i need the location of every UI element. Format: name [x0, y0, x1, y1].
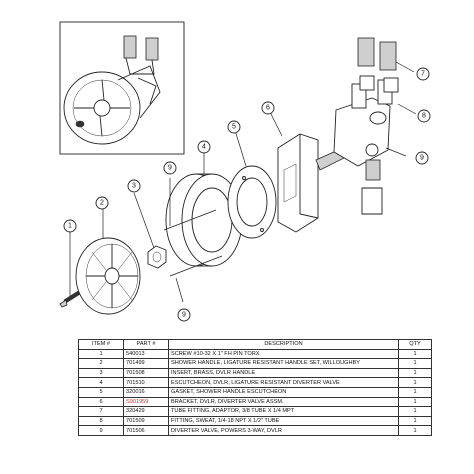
- svg-text:5: 5: [232, 124, 236, 131]
- header-description: DESCRIPTION: [168, 339, 399, 350]
- table-row: 5 320016 GASKET, SHOWER HANDLE ESCUTCHEO…: [78, 386, 432, 398]
- part-long-screws: [163, 178, 223, 303]
- svg-text:1: 1: [68, 223, 72, 230]
- table-row: 4 701510 ESCUTCHEON, DVLR, LIGATURE RESI…: [78, 377, 432, 388]
- svg-text:2: 2: [100, 200, 104, 207]
- part-escutcheon: [165, 153, 243, 267]
- callout-7: 7: [416, 67, 430, 81]
- table-row: 6 S901959 BRACKET, DVLR, DIVERTER VALVE …: [78, 396, 432, 408]
- assembled-view-inset: [59, 21, 185, 155]
- table-row: 3 701508 INSERT, BRASS, DVLR HANDLE 1: [78, 367, 432, 379]
- exploded-view-drawing: 1 2 3 4 5 6 7 8: [59, 21, 431, 322]
- part-diverter-valve: [315, 79, 407, 215]
- part-brass-insert: [133, 192, 167, 269]
- callout-9-upper-screw: 9: [163, 161, 177, 175]
- table-row: 9 701506 DIVERTER VALVE, POWERS 3-WAY, D…: [78, 425, 432, 436]
- table-row: 1 540013 SCREW #10-32 X 1" FH PIN TORX 1: [78, 348, 432, 360]
- callout-6: 6: [261, 101, 275, 115]
- part-gasket: [227, 126, 277, 239]
- svg-text:9: 9: [168, 165, 172, 172]
- svg-text:7: 7: [421, 71, 425, 78]
- callout-8: 8: [417, 109, 431, 123]
- svg-text:4: 4: [202, 144, 206, 151]
- svg-text:6: 6: [266, 105, 270, 112]
- part-shower-handle: [75, 208, 141, 315]
- table-row: 7 320429 TUBE FITTING, ADAPTOR, 3/8 TUBE…: [78, 406, 432, 417]
- callout-3: 3: [127, 179, 141, 193]
- callout-9-lower-screw: 9: [177, 308, 191, 322]
- header-item: ITEM #: [78, 339, 124, 350]
- svg-text:9: 9: [420, 155, 424, 162]
- table-header-row: ITEM # PART # DESCRIPTION QTY: [78, 339, 432, 350]
- callout-1: 1: [63, 219, 77, 233]
- callout-4: 4: [197, 140, 211, 154]
- svg-text:8: 8: [422, 113, 426, 120]
- part-bracket: [267, 107, 319, 233]
- callout-5: 5: [227, 120, 241, 134]
- parts-list-table: ITEM # PART # DESCRIPTION QTY 1 540013 S…: [78, 339, 432, 436]
- table-row: 2 701499 SHOWER HANDLE, LIGATURE RESISTA…: [78, 358, 432, 369]
- part-fittings: [357, 37, 417, 115]
- header-part: PART #: [123, 339, 169, 350]
- header-qty: QTY: [398, 339, 432, 350]
- table-row: 8 701509 FITTING, SWEAT, 1/4-18 NPT X 1/…: [78, 415, 432, 427]
- svg-text:9: 9: [182, 312, 186, 319]
- callout-2: 2: [95, 196, 109, 210]
- callout-9-valve: 9: [415, 151, 429, 165]
- svg-text:3: 3: [132, 183, 136, 190]
